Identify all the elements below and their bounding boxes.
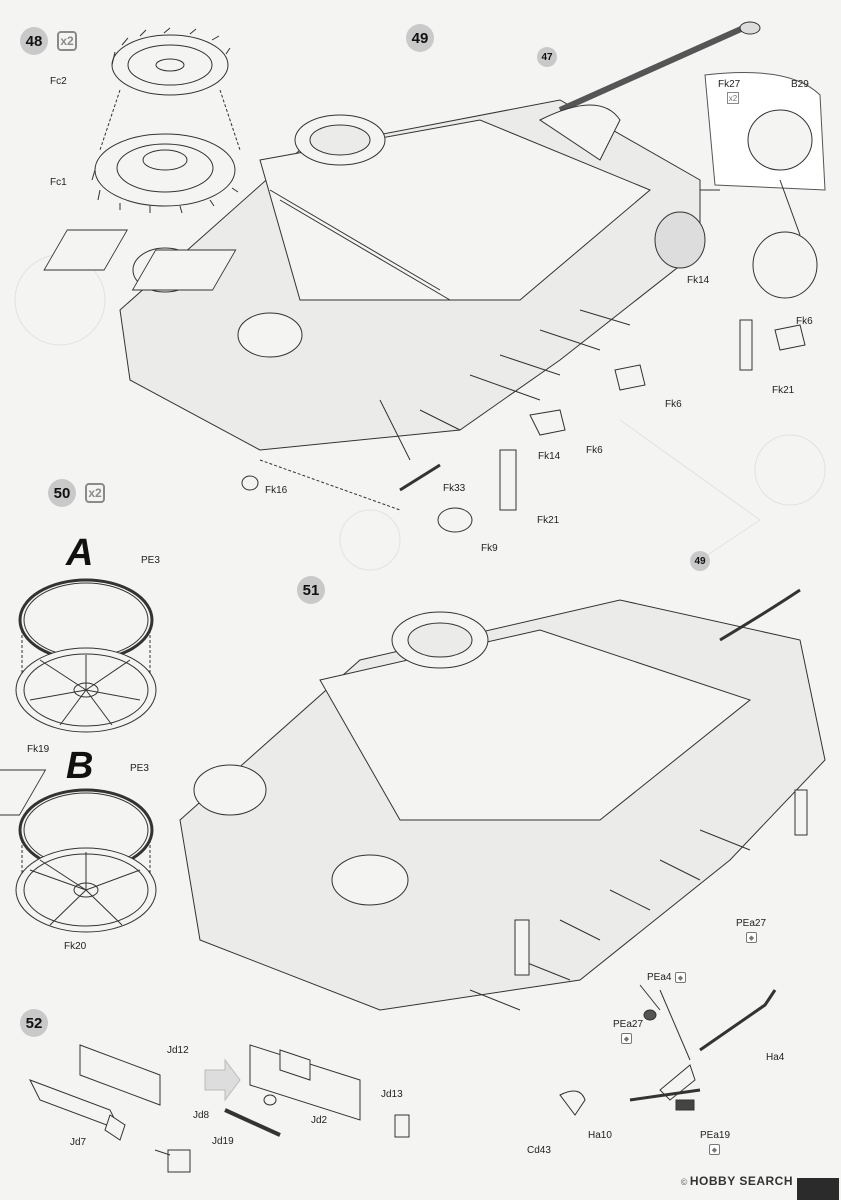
part-label-fk6-c: Fk6 — [586, 445, 603, 456]
suspension-arms-step49 — [241, 309, 806, 533]
ref-step-49: 49 — [690, 551, 710, 571]
part-label-jd12: Jd12 — [167, 1045, 189, 1056]
part-label-cd43: Cd43 — [527, 1145, 551, 1156]
part-label-jd2: Jd2 — [311, 1115, 328, 1126]
part-label-fk6-a: Fk6 — [796, 316, 813, 327]
plug-jd8 — [154, 1149, 191, 1173]
part-label-jd13: Jd13 — [381, 1089, 403, 1100]
part-fk27-multiplier: x2 — [727, 92, 739, 104]
part-label-ha10: Ha10 — [588, 1130, 612, 1141]
idler-fk19 — [15, 647, 157, 733]
step-48-badge: 48 — [20, 27, 48, 55]
part-label-pe3-a: PE3 — [141, 555, 160, 566]
part-label-fk6-b: Fk6 — [665, 399, 682, 410]
suspension-step51 — [469, 789, 808, 1116]
variant-a-label: A — [66, 532, 94, 574]
step-48-multiplier: x2 — [57, 31, 77, 51]
idler-fk20 — [15, 847, 157, 933]
part-label-jd8: Jd8 — [193, 1110, 210, 1121]
part-label-fk21-a: Fk21 — [772, 385, 795, 396]
watermark-text: HOBBY SEARCH — [689, 1174, 793, 1188]
assembly-jd2 — [224, 1044, 410, 1138]
ref-step-47: 47 — [537, 47, 557, 67]
part-label-fk27: Fk27 — [718, 79, 741, 90]
part-label-b29: B29 — [791, 79, 809, 90]
part-label-pea27-a: PEa27 — [736, 918, 767, 929]
step-49-badge: 49 — [406, 24, 434, 52]
part-label-fk16: Fk16 — [265, 485, 288, 496]
part-label-jd19: Jd19 — [212, 1136, 234, 1147]
detail-callout-b29 — [700, 72, 826, 299]
part-label-pe3-b: PE3 — [130, 763, 149, 774]
part-label-fk9: Fk9 — [481, 543, 498, 554]
part-label-pea27-b: PEa27 — [613, 1019, 644, 1030]
bracket-jd7 — [28, 1079, 126, 1141]
hobby-search-watermark: ©HOBBY SEARCH — [681, 1174, 793, 1188]
part-label-jd7: Jd7 — [70, 1137, 87, 1148]
variant-b-label: B — [66, 745, 94, 787]
part-label-fk20: Fk20 — [64, 941, 87, 952]
page-number-tab — [797, 1178, 839, 1200]
sprocket-fc1 — [91, 133, 239, 214]
hull-step49 — [43, 21, 761, 451]
part-label-fc2: Fc2 — [50, 76, 67, 87]
part-label-fk14-a: Fk14 — [687, 275, 710, 286]
photo-etch-icon: ◆ — [746, 932, 757, 943]
sprocket-fc2 — [111, 27, 231, 96]
arrow-step52 — [204, 1058, 241, 1102]
part-label-fk19: Fk19 — [27, 744, 50, 755]
photo-etch-icon: ◆ — [621, 1033, 632, 1044]
photo-etch-icon: ◆ — [709, 1144, 720, 1155]
part-label-ha4: Ha4 — [766, 1052, 785, 1063]
part-label-fc1: Fc1 — [50, 177, 67, 188]
step-50-badge: 50 — [48, 479, 76, 507]
part-label-pea4: PEa4 — [647, 972, 672, 983]
bracket-jd12 — [79, 1044, 161, 1106]
step-52-badge: 52 — [20, 1009, 48, 1037]
hull-step51 — [0, 588, 826, 1011]
copyright-icon: © — [680, 1177, 688, 1187]
part-label-fk21-b: Fk21 — [537, 515, 560, 526]
part-label-fk33: Fk33 — [443, 483, 466, 494]
step-50-multiplier: x2 — [85, 483, 105, 503]
step-51-badge: 51 — [297, 576, 325, 604]
part-label-fk14-b: Fk14 — [538, 451, 561, 462]
part-label-pea19: PEa19 — [700, 1130, 731, 1141]
photo-etch-icon: ◆ — [675, 972, 686, 983]
